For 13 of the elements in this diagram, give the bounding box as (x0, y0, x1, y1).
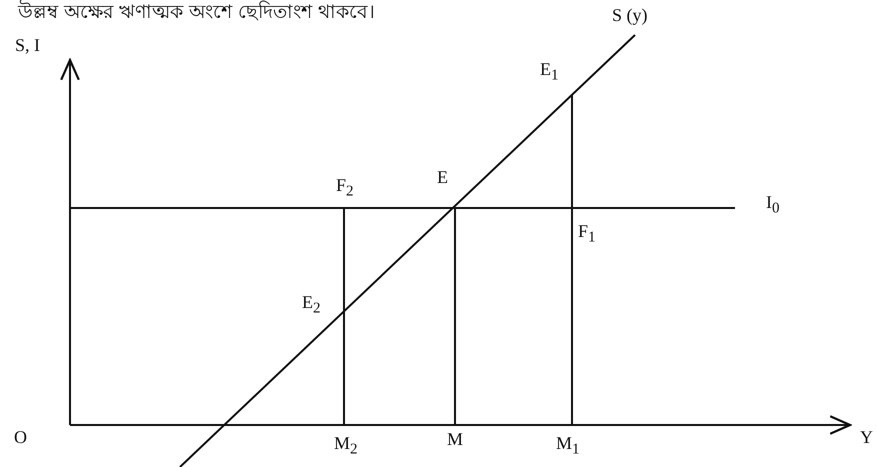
point-label: F$_{1}$ (578, 222, 596, 246)
point-label: E$_{1}$ (540, 60, 558, 84)
point-label: E (437, 168, 448, 188)
point-label: F$_{2}$ (336, 176, 354, 200)
point-label: O (14, 428, 27, 448)
point-label: S, I (15, 36, 40, 56)
point-label: M$_{1}$ (556, 434, 580, 458)
point-label: M$_{2}$ (334, 434, 358, 458)
point-label: E$_{2}$ (302, 293, 320, 318)
point-label: S (y) (612, 6, 648, 26)
point-label: Y (860, 428, 873, 448)
point-label: M (447, 430, 464, 450)
point-label: I$_{0}$ (766, 193, 780, 218)
